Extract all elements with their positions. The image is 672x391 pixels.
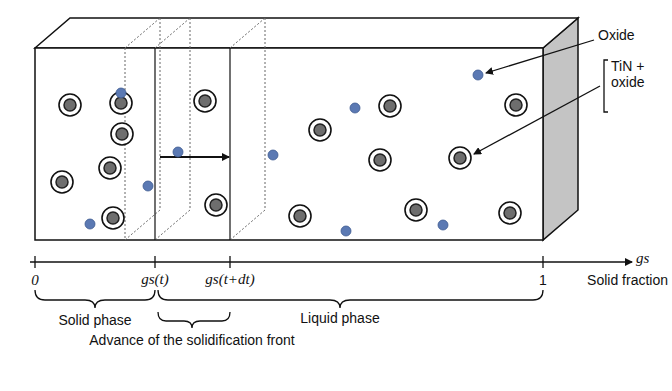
axis-name: gs: [636, 250, 649, 267]
bracket: [604, 60, 608, 112]
axis-value: gs(t+dt): [205, 271, 254, 288]
tin-oxide-core: [64, 99, 76, 111]
tin-oxide-particle: [205, 194, 227, 216]
leader-line: [486, 40, 594, 73]
region-label: Advance of the solidification front: [89, 332, 294, 348]
axis-ticks: [35, 256, 543, 268]
tin-oxide-core: [199, 95, 211, 107]
oxide-particle: [116, 88, 126, 98]
box-front-face: [35, 48, 543, 240]
slice-planes: [125, 18, 265, 240]
tin-oxide-label: TiN + oxide: [611, 58, 647, 90]
tin-oxide-particle: [59, 94, 81, 116]
oxide-particle: [350, 103, 360, 113]
oxide-particle: [268, 150, 278, 160]
tin-oxide-particle: [102, 207, 124, 229]
oxide-particle: [173, 147, 183, 157]
oxide-particle: [473, 70, 483, 80]
leader-line: [474, 86, 600, 154]
axis-value: gs(t): [141, 271, 169, 288]
tin-oxide-core: [104, 162, 116, 174]
oxide-label: Oxide: [598, 27, 635, 43]
tin-oxide-core: [504, 207, 516, 219]
box-top-face: [35, 18, 578, 48]
tin-oxide-core: [510, 99, 522, 111]
axis-value: 0: [31, 272, 39, 289]
tin-oxide-particle: [405, 199, 427, 221]
tin-oxide-core: [116, 128, 128, 140]
tin-oxide-core: [115, 97, 127, 109]
box-side-face: [543, 18, 578, 240]
oxide-particle: [143, 181, 153, 191]
tin-oxide-core: [107, 212, 119, 224]
tin-oxide-particle: [309, 119, 331, 141]
tin-oxide-particle: [99, 157, 121, 179]
tin-oxide-core: [374, 154, 386, 166]
axis: [30, 261, 632, 262]
tin-oxide-particle: [505, 94, 527, 116]
tin-oxide-core: [384, 100, 396, 112]
tin-oxide-particle: [379, 95, 401, 117]
tin-oxide-particle: [449, 147, 471, 169]
advance-arrow: [160, 156, 229, 158]
tin-oxide-particle: [51, 171, 73, 193]
tin-oxide-core: [210, 199, 222, 211]
axis-value: 1: [539, 272, 547, 288]
region-label: Solid phase: [58, 312, 131, 328]
tin-oxide-particle: [369, 149, 391, 171]
tin-oxide-particle: [194, 90, 216, 112]
tin-oxide-core: [56, 176, 68, 188]
tin-oxide-particle: [499, 202, 521, 224]
tin-oxide-particle: [289, 205, 311, 227]
oxide-particle: [438, 220, 448, 230]
particles: [51, 70, 527, 236]
tin-oxide-core: [410, 204, 422, 216]
front-line: [154, 48, 155, 240]
tin-oxide-core: [314, 124, 326, 136]
oxide-particle: [85, 219, 95, 229]
region-label: Liquid phase: [300, 310, 379, 326]
tin-oxide-particle: [111, 123, 133, 145]
tin-oxide-core: [294, 210, 306, 222]
axis-name: Solid fraction: [587, 272, 668, 288]
tin-oxide-core: [454, 152, 466, 164]
front-line: [229, 48, 230, 240]
oxide-particle: [341, 226, 351, 236]
braces: [35, 290, 543, 328]
